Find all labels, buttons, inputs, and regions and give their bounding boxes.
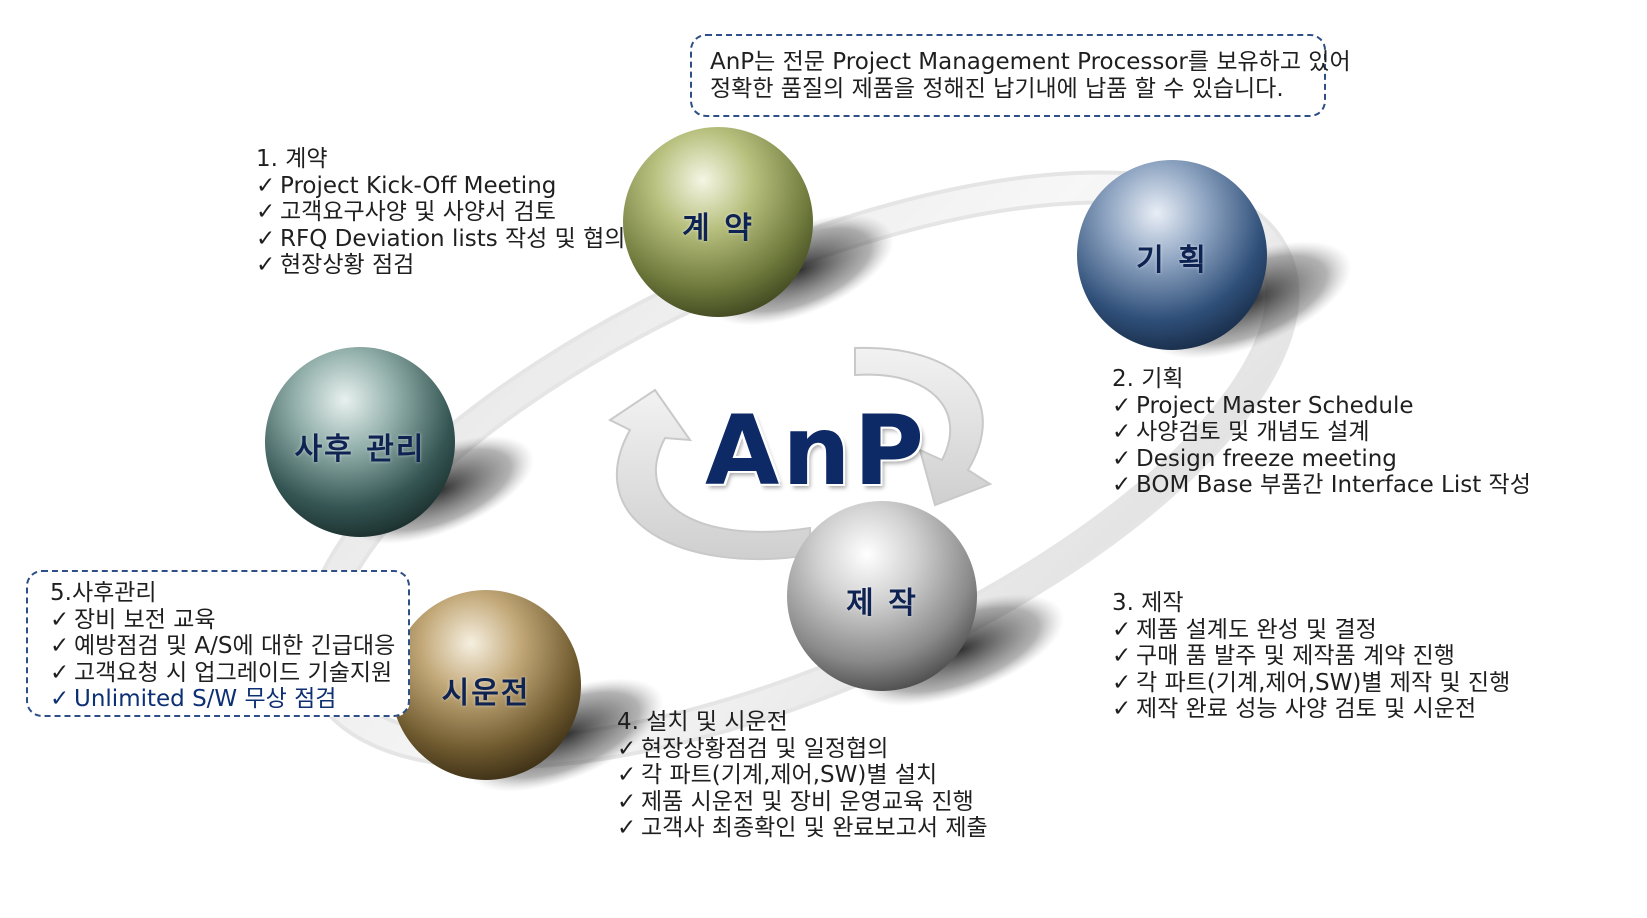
step-heading: 2. 기획 xyxy=(1112,366,1531,393)
check-icon: ✓ xyxy=(256,252,280,279)
list-item: ✓장비 보전 교육 xyxy=(50,607,395,634)
step-commissioning: 4. 설치 및 시운전 ✓현장상황점검 및 일정협의 ✓각 파트(기계,제어,S… xyxy=(617,709,988,842)
list-item: ✓각 파트(기계,제어,SW)별 제작 및 진행 xyxy=(1112,670,1510,697)
check-icon: ✓ xyxy=(50,633,74,660)
list-item: ✓BOM Base 부품간 Interface List 작성 xyxy=(1112,472,1531,499)
check-icon: ✓ xyxy=(617,815,641,842)
list-item: ✓고객요구사양 및 사양서 검토 xyxy=(256,199,625,226)
step-planning: 2. 기획 ✓Project Master Schedule ✓사양검토 및 개… xyxy=(1112,366,1531,499)
check-icon: ✓ xyxy=(1112,696,1136,723)
center-title: AnP xyxy=(705,395,927,507)
list-item: ✓Design freeze meeting xyxy=(1112,446,1531,473)
step-contract: 1. 계약 ✓Project Kick-Off Meeting ✓고객요구사양 … xyxy=(256,146,625,279)
ball-label-aftercare: 사후 관리 xyxy=(280,424,440,468)
list-item: ✓예방점검 및 A/S에 대한 긴급대응 xyxy=(50,633,395,660)
check-icon: ✓ xyxy=(1112,419,1136,446)
ball-label-manufacturing: 제 작 xyxy=(817,578,947,622)
check-icon: ✓ xyxy=(1112,670,1136,697)
info-box: AnP는 전문 Project Management Processor를 보유… xyxy=(690,34,1326,117)
check-icon: ✓ xyxy=(256,199,280,226)
step-manufacturing: 3. 제작 ✓제품 설계도 완성 및 결정 ✓구매 품 발주 및 제작품 계약 … xyxy=(1112,590,1510,723)
check-icon: ✓ xyxy=(256,173,280,200)
check-icon: ✓ xyxy=(617,789,641,816)
list-item: ✓고객요청 시 업그레이드 기술지원 xyxy=(50,660,395,687)
step-heading: 1. 계약 xyxy=(256,146,625,173)
list-item: ✓각 파트(기계,제어,SW)별 설치 xyxy=(617,762,988,789)
check-icon: ✓ xyxy=(617,736,641,763)
list-item: ✓현장상황 점검 xyxy=(256,252,625,279)
ball-label-commissioning: 시운전 xyxy=(411,668,561,712)
list-item: ✓제작 완료 성능 사양 검토 및 시운전 xyxy=(1112,696,1510,723)
check-icon: ✓ xyxy=(1112,643,1136,670)
check-icon: ✓ xyxy=(1112,617,1136,644)
list-item: ✓Project Master Schedule xyxy=(1112,393,1531,420)
list-item: ✓제품 시운전 및 장비 운영교육 진행 xyxy=(617,789,988,816)
ball-label-planning: 기 획 xyxy=(1107,235,1237,279)
step-heading: 4. 설치 및 시운전 xyxy=(617,709,988,736)
check-icon: ✓ xyxy=(256,226,280,253)
info-line-1: AnP는 전문 Project Management Processor를 보유… xyxy=(710,49,1351,76)
list-item: ✓Project Kick-Off Meeting xyxy=(256,173,625,200)
step-heading: 5.사후관리 xyxy=(50,580,395,607)
list-item-highlight: ✓Unlimited S/W 무상 점검 xyxy=(50,686,395,713)
list-item: ✓사양검토 및 개념도 설계 xyxy=(1112,419,1531,446)
check-icon: ✓ xyxy=(1112,393,1136,420)
check-icon: ✓ xyxy=(1112,472,1136,499)
list-item: ✓제품 설계도 완성 및 결정 xyxy=(1112,617,1510,644)
check-icon: ✓ xyxy=(617,762,641,789)
ball-label-contract: 계 약 xyxy=(653,203,783,247)
step-heading: 3. 제작 xyxy=(1112,590,1510,617)
info-line-2: 정확한 품질의 제품을 정해진 납기내에 납품 할 수 있습니다. xyxy=(710,76,1351,103)
list-item: ✓구매 품 발주 및 제작품 계약 진행 xyxy=(1112,643,1510,670)
check-icon: ✓ xyxy=(1112,446,1136,473)
check-icon: ✓ xyxy=(50,607,74,634)
list-item: ✓RFQ Deviation lists 작성 및 협의 xyxy=(256,226,625,253)
check-icon: ✓ xyxy=(50,660,74,687)
list-item: ✓고객사 최종확인 및 완료보고서 제출 xyxy=(617,815,988,842)
check-icon: ✓ xyxy=(50,686,74,713)
aftercare-box: 5.사후관리 ✓장비 보전 교육 ✓예방점검 및 A/S에 대한 긴급대응 ✓고… xyxy=(26,570,410,717)
list-item: ✓현장상황점검 및 일정협의 xyxy=(617,736,988,763)
